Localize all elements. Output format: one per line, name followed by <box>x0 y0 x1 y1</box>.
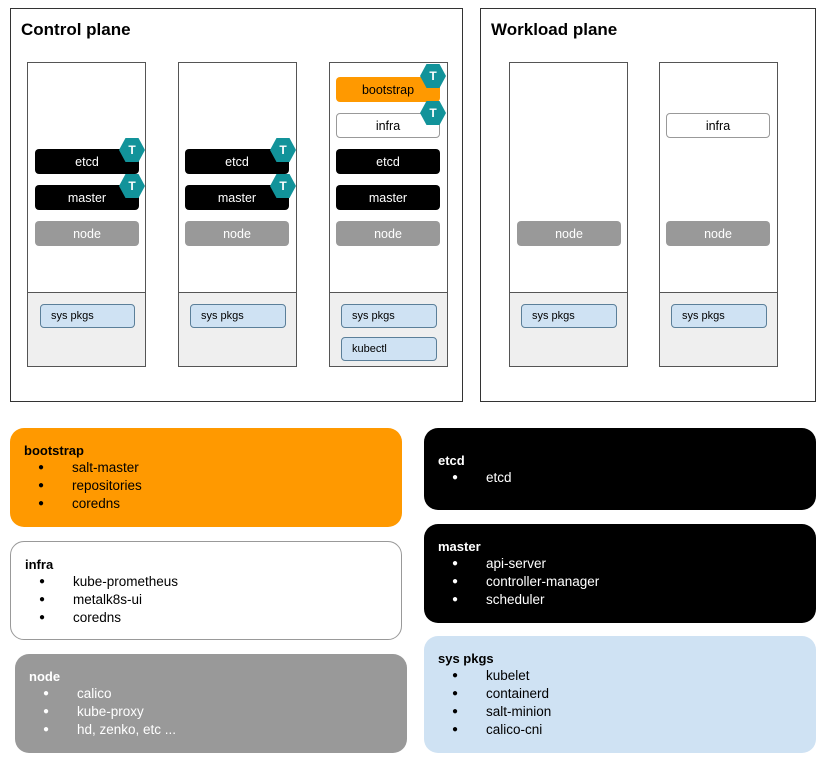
sys-pkgs-role: sys pkgs <box>190 304 286 328</box>
item-label: kube-prometheus <box>73 574 179 589</box>
list-item: ● repositories <box>24 477 388 495</box>
node-role: node <box>35 221 139 246</box>
item-label: salt-minion <box>486 704 552 719</box>
legend-master: master ● api-server ● controller-manager ●… <box>424 524 816 623</box>
bullet-icon: ● <box>38 480 45 491</box>
bullet-icon: ● <box>452 472 459 483</box>
list-item: ● calico-cni <box>438 721 802 739</box>
item-label: scheduler <box>486 592 545 607</box>
item-label: api-server <box>486 556 547 571</box>
bullet-icon: ● <box>452 688 459 699</box>
master-role: master <box>336 185 440 210</box>
sys-pkgs-role: sys pkgs <box>521 304 617 328</box>
legend-infra: infra ● kube-prometheus ● metalk8s-ui ● cor… <box>10 541 402 640</box>
item-label: repositories <box>72 478 142 493</box>
item-label: controller-manager <box>486 574 600 589</box>
list-item: ● scheduler <box>438 591 802 609</box>
list-item: ● kube-prometheus <box>25 573 387 591</box>
item-label: kube-proxy <box>77 704 144 719</box>
node-role: node <box>336 221 440 246</box>
bullet-icon: ● <box>38 462 45 473</box>
item-label: coredns <box>73 610 122 625</box>
list-item: ● kubelet <box>438 667 802 685</box>
badge-t-icon: T <box>420 101 446 125</box>
bullet-icon: ● <box>452 558 459 569</box>
list-item: ● etcd <box>438 469 802 487</box>
bullet-icon: ● <box>452 670 459 681</box>
list-item: ● controller-manager <box>438 573 802 591</box>
bullet-icon: ● <box>452 724 459 735</box>
bullet-icon: ● <box>43 706 50 717</box>
item-label: kubelet <box>486 668 530 683</box>
legend-node: node ● calico ● kube-proxy ● hd, zenko, etc… <box>15 654 407 753</box>
item-label: coredns <box>72 496 121 511</box>
kubectl-role: kubectl <box>341 337 437 361</box>
list-item: ● api-server <box>438 555 802 573</box>
bootstrap-role: bootstrap <box>336 77 440 102</box>
bullet-icon: ● <box>452 594 459 605</box>
control-plane-title: Control plane <box>21 20 131 39</box>
legend-etcd: etcd ● etcd <box>424 428 816 510</box>
workload-plane-title: Workload plane <box>491 20 618 39</box>
bullet-icon: ● <box>43 724 50 735</box>
item-label: hd, zenko, etc ... <box>77 722 177 737</box>
node-role: node <box>185 221 289 246</box>
list-item: ● metalk8s-ui <box>25 591 387 609</box>
legend-sys-pkgs: sys pkgs ● kubelet ● containerd ● salt-mini… <box>424 636 816 753</box>
item-label: metalk8s-ui <box>73 592 143 607</box>
item-label: salt-master <box>72 460 139 475</box>
bullet-icon: ● <box>39 594 46 605</box>
legend-title: node <box>29 669 61 684</box>
bullet-icon: ● <box>43 688 50 699</box>
node-role: node <box>517 221 621 246</box>
sys-pkgs-role: sys pkgs <box>671 304 767 328</box>
badge-t-icon: T <box>270 174 296 198</box>
badge-t-icon: T <box>420 64 446 88</box>
list-item: ● containerd <box>438 685 802 703</box>
legend-title: master <box>438 539 481 554</box>
sys-pkgs-role: sys pkgs <box>341 304 437 328</box>
bullet-icon: ● <box>39 576 46 587</box>
bullet-icon: ● <box>452 576 459 587</box>
item-label: containerd <box>486 686 550 701</box>
list-item: ● salt-master <box>24 459 388 477</box>
master-role: master <box>185 185 289 210</box>
etcd-role: etcd <box>336 149 440 174</box>
list-item: ● salt-minion <box>438 703 802 721</box>
legend-bootstrap: bootstrap ● salt-master ● repositories ● co… <box>10 428 402 527</box>
bullet-icon: ● <box>38 498 45 509</box>
badge-t-icon: T <box>270 138 296 162</box>
list-item: ● coredns <box>25 609 387 627</box>
list-item: ● calico <box>29 685 393 703</box>
legend-title: bootstrap <box>24 443 84 458</box>
item-label: calico-cni <box>486 722 543 737</box>
etcd-role: etcd <box>185 149 289 174</box>
sys-pkgs-role: sys pkgs <box>40 304 135 328</box>
bullet-icon: ● <box>39 612 46 623</box>
infra-role: infra <box>666 113 770 138</box>
list-item: ● kube-proxy <box>29 703 393 721</box>
legend-title: sys pkgs <box>438 651 494 666</box>
legend-title: etcd <box>438 453 465 468</box>
bullet-icon: ● <box>452 706 459 717</box>
legend-title: infra <box>25 557 54 572</box>
list-item: ● hd, zenko, etc ... <box>29 721 393 739</box>
list-item: ● coredns <box>24 495 388 513</box>
item-label: etcd <box>486 470 512 485</box>
node-role: node <box>666 221 770 246</box>
item-label: calico <box>77 686 112 701</box>
